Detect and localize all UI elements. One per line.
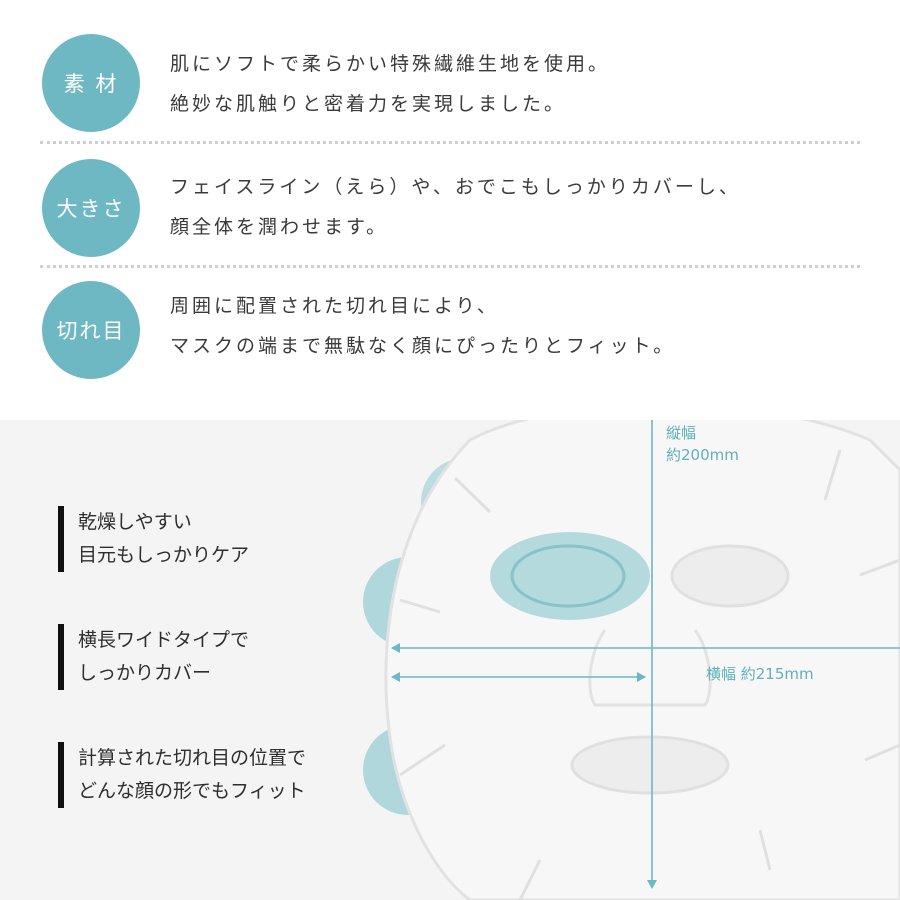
point-slit-position: 計算された切れ目の位置で どんな顔の形でもフィット: [58, 742, 306, 808]
feature-badge-slits: 切れ目: [42, 281, 140, 379]
feature-line: マスクの端まで無駄なく顔にぴったりとフィット。: [170, 335, 676, 357]
height-label-title: 縦幅: [666, 424, 697, 442]
eye-hole-right: [670, 544, 790, 608]
width-label: 横幅 約215mm: [706, 665, 814, 683]
dimension-arrows: [391, 420, 900, 889]
feature-line: 肌にソフトで柔らかい特殊繊維生地を使用。: [170, 53, 611, 75]
feature-description-slits: 周囲に配置された切れ目により、 マスクの端まで無駄なく顔にぴったりとフィット。: [170, 286, 675, 366]
slit-lines: [399, 449, 900, 900]
feature-line: フェイスライン（えら）や、おでこもしっかりカバーし、: [170, 176, 741, 198]
divider: [40, 265, 860, 268]
point-line: どんな顔の形でもフィット: [78, 780, 306, 802]
height-label-value: 約200mm: [666, 446, 739, 464]
point-wide-type: 横長ワイドタイプで しっかりカバー: [58, 624, 249, 690]
feature-line: 顔全体を潤わせます。: [170, 216, 389, 238]
feature-line: 周囲に配置された切れ目により、: [170, 295, 499, 317]
feature-slits: 切れ目 周囲に配置された切れ目により、 マスクの端まで無駄なく顔にぴったりとフィ…: [0, 268, 900, 388]
feature-size: 大きさ フェイスライン（えら）や、おでこもしっかりカバーし、 顔全体を潤わせます…: [0, 145, 900, 265]
mouth-hole: [570, 735, 730, 795]
feature-list: 素 材 肌にソフトで柔らかい特殊繊維生地を使用。 絶妙な肌触りと密着力を実現しま…: [0, 0, 900, 420]
mask-diagram: 縦幅 約200mm 横幅 約215mm 乾燥しやすい 目元もしっかりケア 横長ワ…: [0, 420, 900, 900]
point-line: 乾燥しやすい: [78, 511, 192, 533]
point-eye-area: 乾燥しやすい 目元もしっかりケア: [58, 506, 249, 572]
feature-badge-size: 大きさ: [42, 159, 140, 257]
feature-badge-material: 素 材: [42, 34, 140, 132]
feature-material: 素 材 肌にソフトで柔らかい特殊繊維生地を使用。 絶妙な肌触りと密着力を実現しま…: [0, 20, 900, 140]
point-line: しっかりカバー: [78, 662, 212, 684]
feature-description-material: 肌にソフトで柔らかい特殊繊維生地を使用。 絶妙な肌触りと密着力を実現しました。: [170, 44, 610, 124]
feature-description-size: フェイスライン（えら）や、おでこもしっかりカバーし、 顔全体を潤わせます。: [170, 167, 741, 247]
mask-outline: [384, 420, 900, 900]
feature-line: 絶妙な肌触りと密着力を実現しました。: [170, 93, 567, 115]
point-line: 目元もしっかりケア: [78, 544, 250, 566]
divider: [40, 141, 860, 144]
eye-hole-left: [510, 544, 626, 608]
nose-cutout: [588, 629, 712, 707]
point-line: 計算された切れ目の位置で: [78, 747, 307, 769]
face-mask-illustration: [363, 420, 900, 900]
point-line: 横長ワイドタイプで: [78, 629, 250, 651]
height-label: 縦幅 約200mm: [666, 422, 739, 466]
